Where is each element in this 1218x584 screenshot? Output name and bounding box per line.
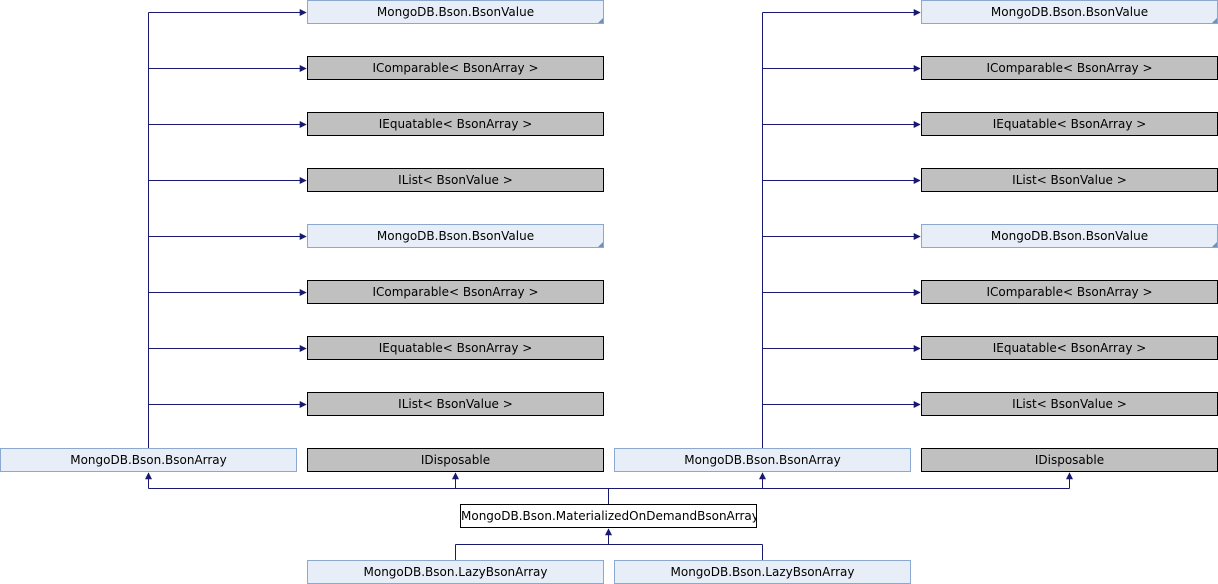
left-bsonarray-node[interactable]: MongoDB.Bson.BsonArray <box>0 448 297 472</box>
right-base-bsonvalue-1[interactable]: MongoDB.Bson.BsonValue <box>921 0 1218 24</box>
right-base-bsonvalue-2[interactable]: MongoDB.Bson.BsonValue <box>921 224 1218 248</box>
left-base-icomparable-1: IComparable< BsonArray > <box>307 56 604 80</box>
right-base-ilist-1: IList< BsonValue > <box>921 168 1218 192</box>
left-base-icomparable-2: IComparable< BsonArray > <box>307 280 604 304</box>
right-base-icomparable-1: IComparable< BsonArray > <box>921 56 1218 80</box>
left-base-iequatable-2: IEquatable< BsonArray > <box>307 336 604 360</box>
derived-lazybsonarray-right[interactable]: MongoDB.Bson.LazyBsonArray <box>614 560 911 584</box>
left-base-bsonvalue-2[interactable]: MongoDB.Bson.BsonValue <box>307 224 604 248</box>
left-base-bsonvalue-1[interactable]: MongoDB.Bson.BsonValue <box>307 0 604 24</box>
left-idisposable-node: IDisposable <box>307 448 604 472</box>
right-base-icomparable-2: IComparable< BsonArray > <box>921 280 1218 304</box>
right-base-iequatable-2: IEquatable< BsonArray > <box>921 336 1218 360</box>
left-base-ilist-1: IList< BsonValue > <box>307 168 604 192</box>
right-bsonarray-node[interactable]: MongoDB.Bson.BsonArray <box>614 448 911 472</box>
materialized-on-demand-bsonarray-node: MongoDB.Bson.MaterializedOnDemandBsonArr… <box>460 504 757 528</box>
right-base-iequatable-1: IEquatable< BsonArray > <box>921 112 1218 136</box>
left-base-ilist-2: IList< BsonValue > <box>307 392 604 416</box>
derived-lazybsonarray-left[interactable]: MongoDB.Bson.LazyBsonArray <box>307 560 604 584</box>
right-base-ilist-2: IList< BsonValue > <box>921 392 1218 416</box>
left-base-iequatable-1: IEquatable< BsonArray > <box>307 112 604 136</box>
right-idisposable-node: IDisposable <box>921 448 1218 472</box>
